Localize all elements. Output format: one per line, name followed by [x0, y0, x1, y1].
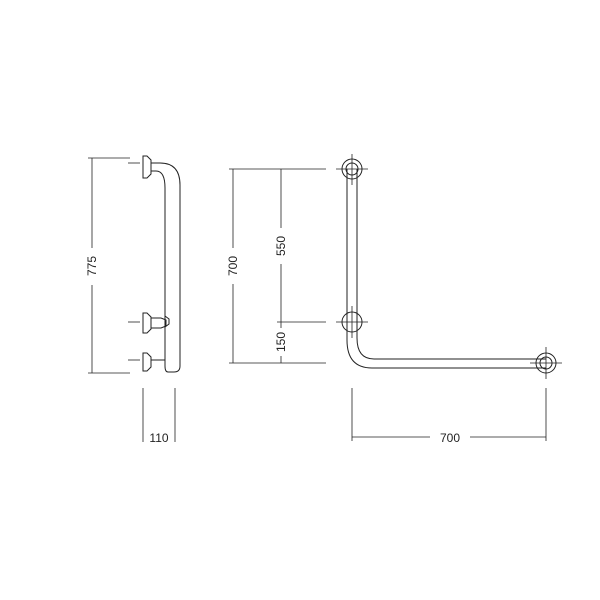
dimension-150: 150	[274, 322, 288, 363]
dimension-label-550: 550	[274, 236, 288, 256]
dimension-label-110: 110	[149, 431, 168, 445]
grab-bar-front	[336, 154, 562, 379]
dimension-110: 110	[142, 388, 176, 445]
side-view: 775 110	[85, 155, 181, 445]
extension-lines	[229, 168, 326, 364]
dimension-label-150: 150	[274, 332, 288, 352]
dimension-700-vertical: 700	[226, 169, 240, 363]
wall-flange-middle	[336, 306, 368, 338]
dimension-label-700-horizontal: 700	[440, 431, 460, 445]
grab-bar-side	[128, 155, 181, 373]
dimension-label-700-vertical: 700	[226, 256, 240, 276]
wall-flange-end	[530, 347, 562, 379]
dimension-775: 775	[85, 157, 130, 374]
dimension-700-horizontal: 700	[351, 388, 547, 445]
dimension-label-775: 775	[85, 256, 99, 276]
dimension-550: 550	[274, 169, 288, 322]
wall-flange-top	[336, 154, 368, 185]
front-view: 700 550 150	[226, 154, 562, 445]
